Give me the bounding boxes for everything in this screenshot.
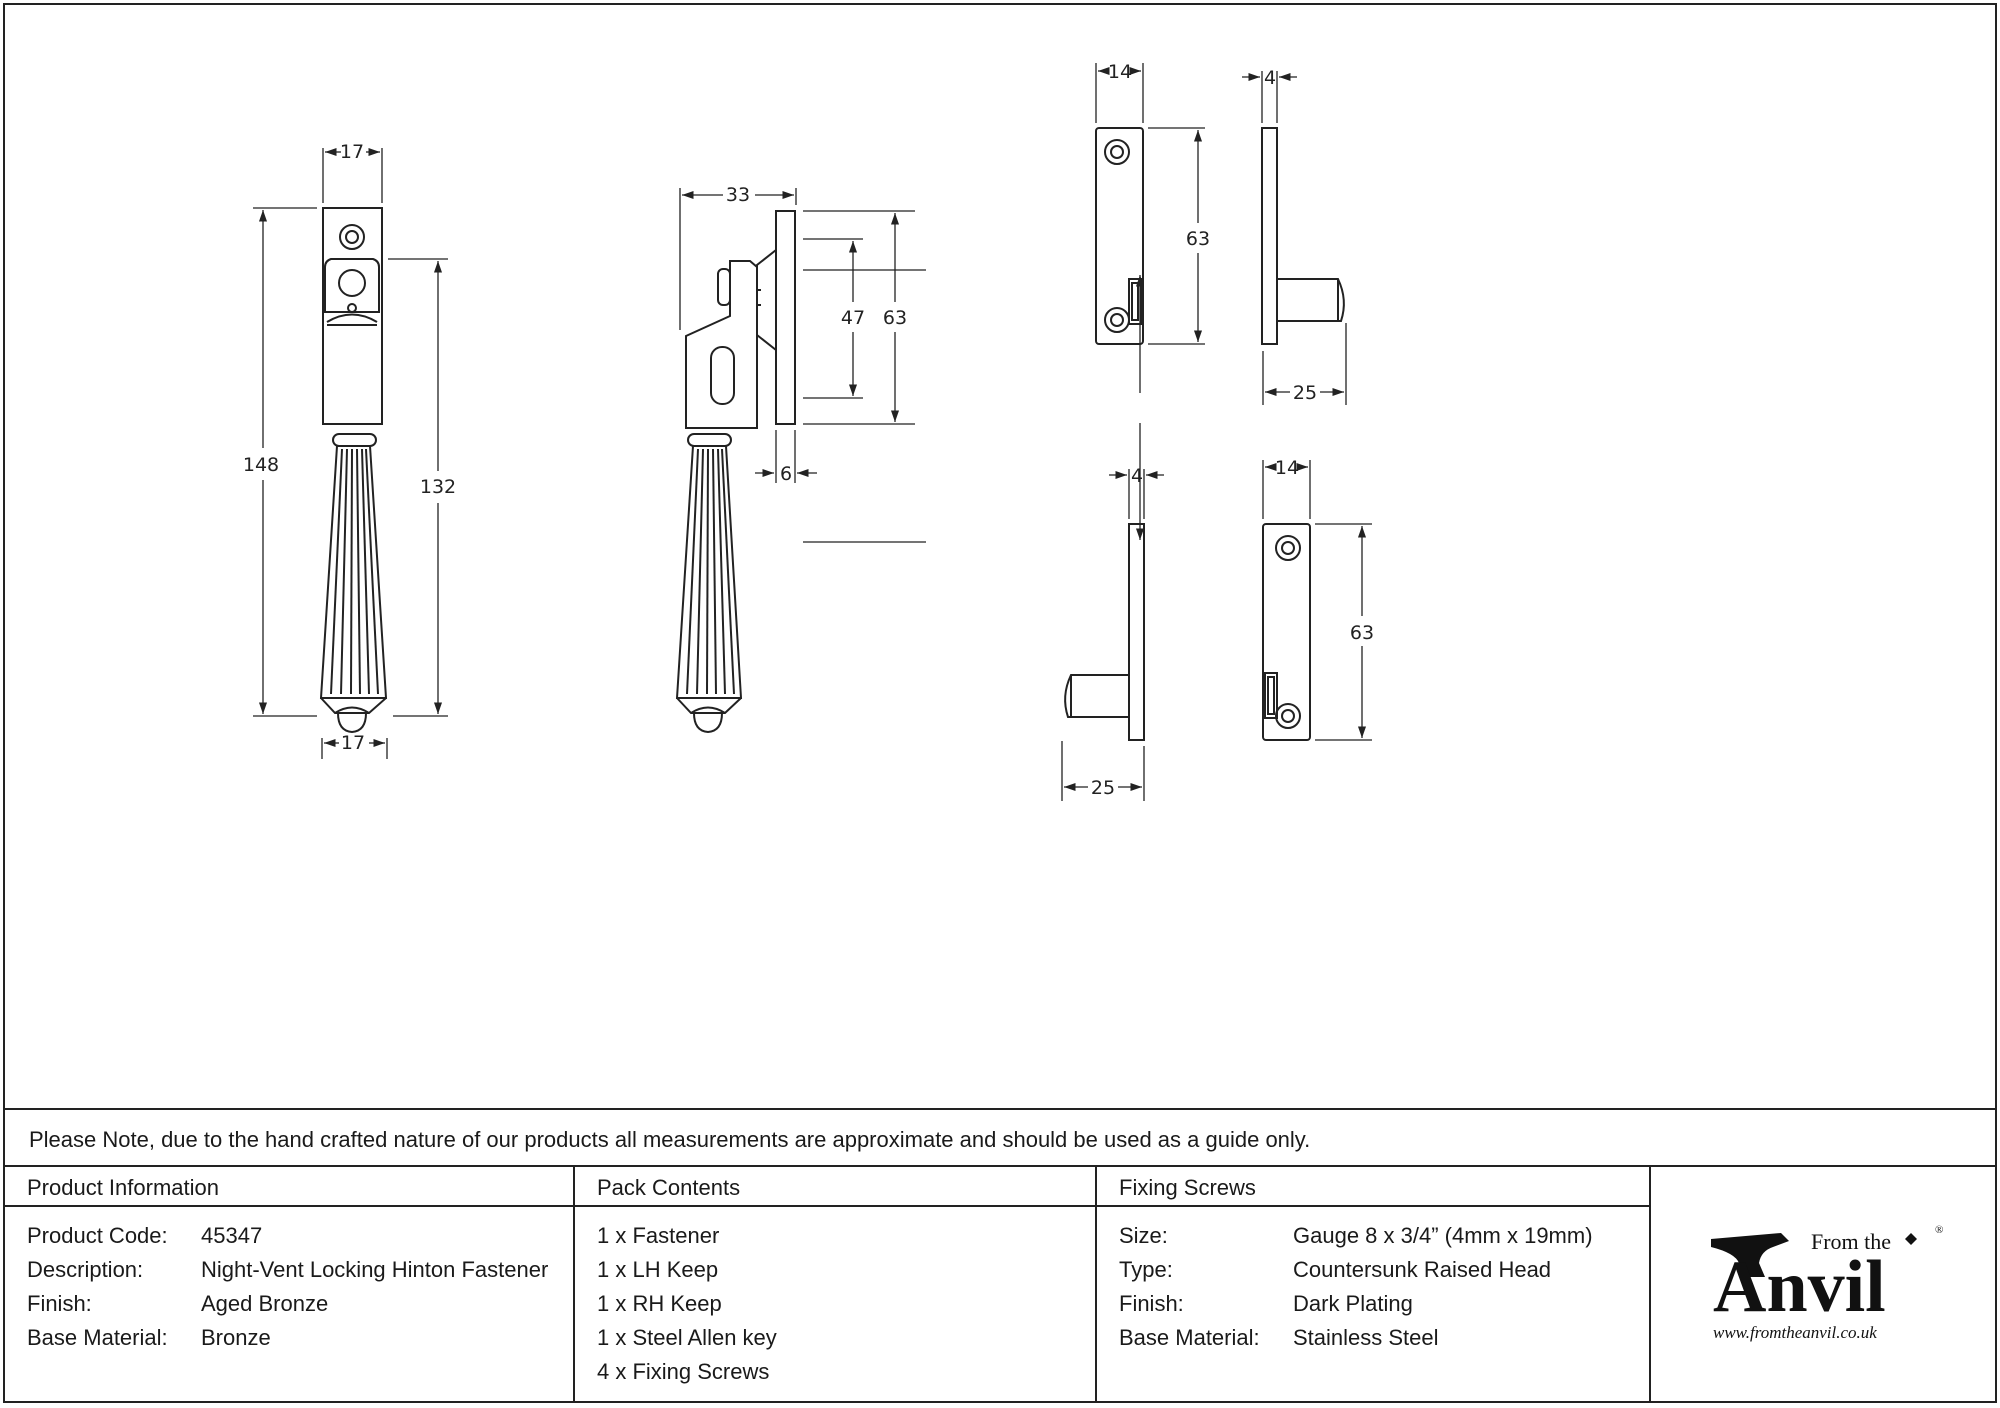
dim-side-slot-height: 47	[841, 307, 865, 329]
pack-item: 4 x Fixing Screws	[597, 1359, 770, 1384]
info-row: Base Material:Bronze	[27, 1325, 271, 1350]
dim-side-plate-thickness: 6	[780, 463, 792, 485]
front-view-dimensions	[253, 147, 448, 759]
pack-contents-heading: Pack Contents	[575, 1167, 1095, 1207]
technical-drawing: 17 148 132 17	[243, 61, 1374, 801]
pack-contents-panel: Pack Contents 1 x Fastener 1 x LH Keep 1…	[575, 1167, 1097, 1403]
lh-keep	[1095, 127, 1144, 345]
drawing-sheet: 17 148 132 17	[3, 3, 1997, 1403]
dim-side-depth: 33	[726, 184, 750, 206]
dim-lh-keep-width: 14	[1108, 61, 1132, 83]
rh-keep-side-dimensions	[1061, 469, 1164, 801]
measurement-note: Please Note, due to the hand crafted nat…	[5, 1108, 1995, 1167]
side-dim-geometry	[802, 211, 1152, 269]
logo-top-text: From the	[1811, 1229, 1891, 1254]
screw-row: Type:Countersunk Raised Head	[1119, 1257, 1552, 1282]
anvil-logo-mark: From the ® Anvil www.fromtheanvil.co.uk	[1711, 1224, 1943, 1342]
dim-side-plate-height: 63	[883, 307, 907, 329]
info-row: Description:Night-Vent Locking Hinton Fa…	[27, 1257, 549, 1282]
screw-row: Base Material:Stainless Steel	[1119, 1325, 1439, 1350]
lh-keep-side-dimensions	[1242, 71, 1347, 405]
lh-keep-dimensions	[1095, 63, 1205, 345]
screw-row: Size:Gauge 8 x 3/4” (4mm x 19mm)	[1119, 1223, 1593, 1248]
dim-lh-keep-height: 63	[1186, 228, 1210, 250]
diamond-icon	[1905, 1233, 1917, 1245]
rh-keep-dimensions	[1262, 460, 1372, 741]
product-information-panel: Product Information Product Code:45347 D…	[5, 1167, 575, 1403]
front-view	[319, 207, 388, 734]
logo-registered: ®	[1935, 1224, 1943, 1236]
dim-rh-keep-height: 63	[1350, 622, 1374, 644]
rh-keep-side	[1064, 523, 1145, 741]
screw-row: Finish:Dark Plating	[1119, 1291, 1413, 1316]
product-information-heading: Product Information	[5, 1167, 573, 1207]
dim-rh-keep-side-projection: 25	[1091, 777, 1115, 799]
rh-keep	[1262, 523, 1311, 741]
dim-rh-keep-side-thickness: 4	[1131, 465, 1143, 487]
pack-item: 1 x Fastener	[597, 1223, 720, 1248]
dim-front-top-width: 17	[340, 141, 364, 163]
info-row: Finish:Aged Bronze	[27, 1291, 329, 1316]
pack-item: 1 x LH Keep	[597, 1257, 719, 1282]
dim-rh-keep-width: 14	[1275, 457, 1299, 479]
lh-keep-side	[1261, 127, 1345, 345]
side-view	[675, 210, 796, 734]
side-view-dimensions	[679, 188, 1145, 543]
logo-url: www.fromtheanvil.co.uk	[1713, 1323, 1877, 1342]
pack-item: 1 x Steel Allen key	[597, 1325, 777, 1350]
anvil-icon	[1711, 1233, 1789, 1277]
dim-front-bottom-width: 17	[341, 732, 365, 754]
fixing-screws-panel: Fixing Screws Size:Gauge 8 x 3/4” (4mm x…	[1097, 1167, 1651, 1403]
pack-item: 1 x RH Keep	[597, 1291, 722, 1316]
dim-front-handle-height: 132	[420, 476, 456, 498]
fixing-screws-heading: Fixing Screws	[1097, 1167, 1649, 1207]
info-row: Product Code:45347	[27, 1223, 263, 1248]
from-the-anvil-logo: From the ® Anvil www.fromtheanvil.co.uk	[1651, 1167, 1995, 1403]
logo-brand: Anvil	[1713, 1246, 1886, 1328]
dim-front-overall-height: 148	[243, 454, 279, 476]
dim-lh-keep-side-thickness: 4	[1264, 67, 1276, 89]
side-view-dim-set	[755, 210, 915, 483]
dim-lh-keep-side-projection: 25	[1293, 382, 1317, 404]
